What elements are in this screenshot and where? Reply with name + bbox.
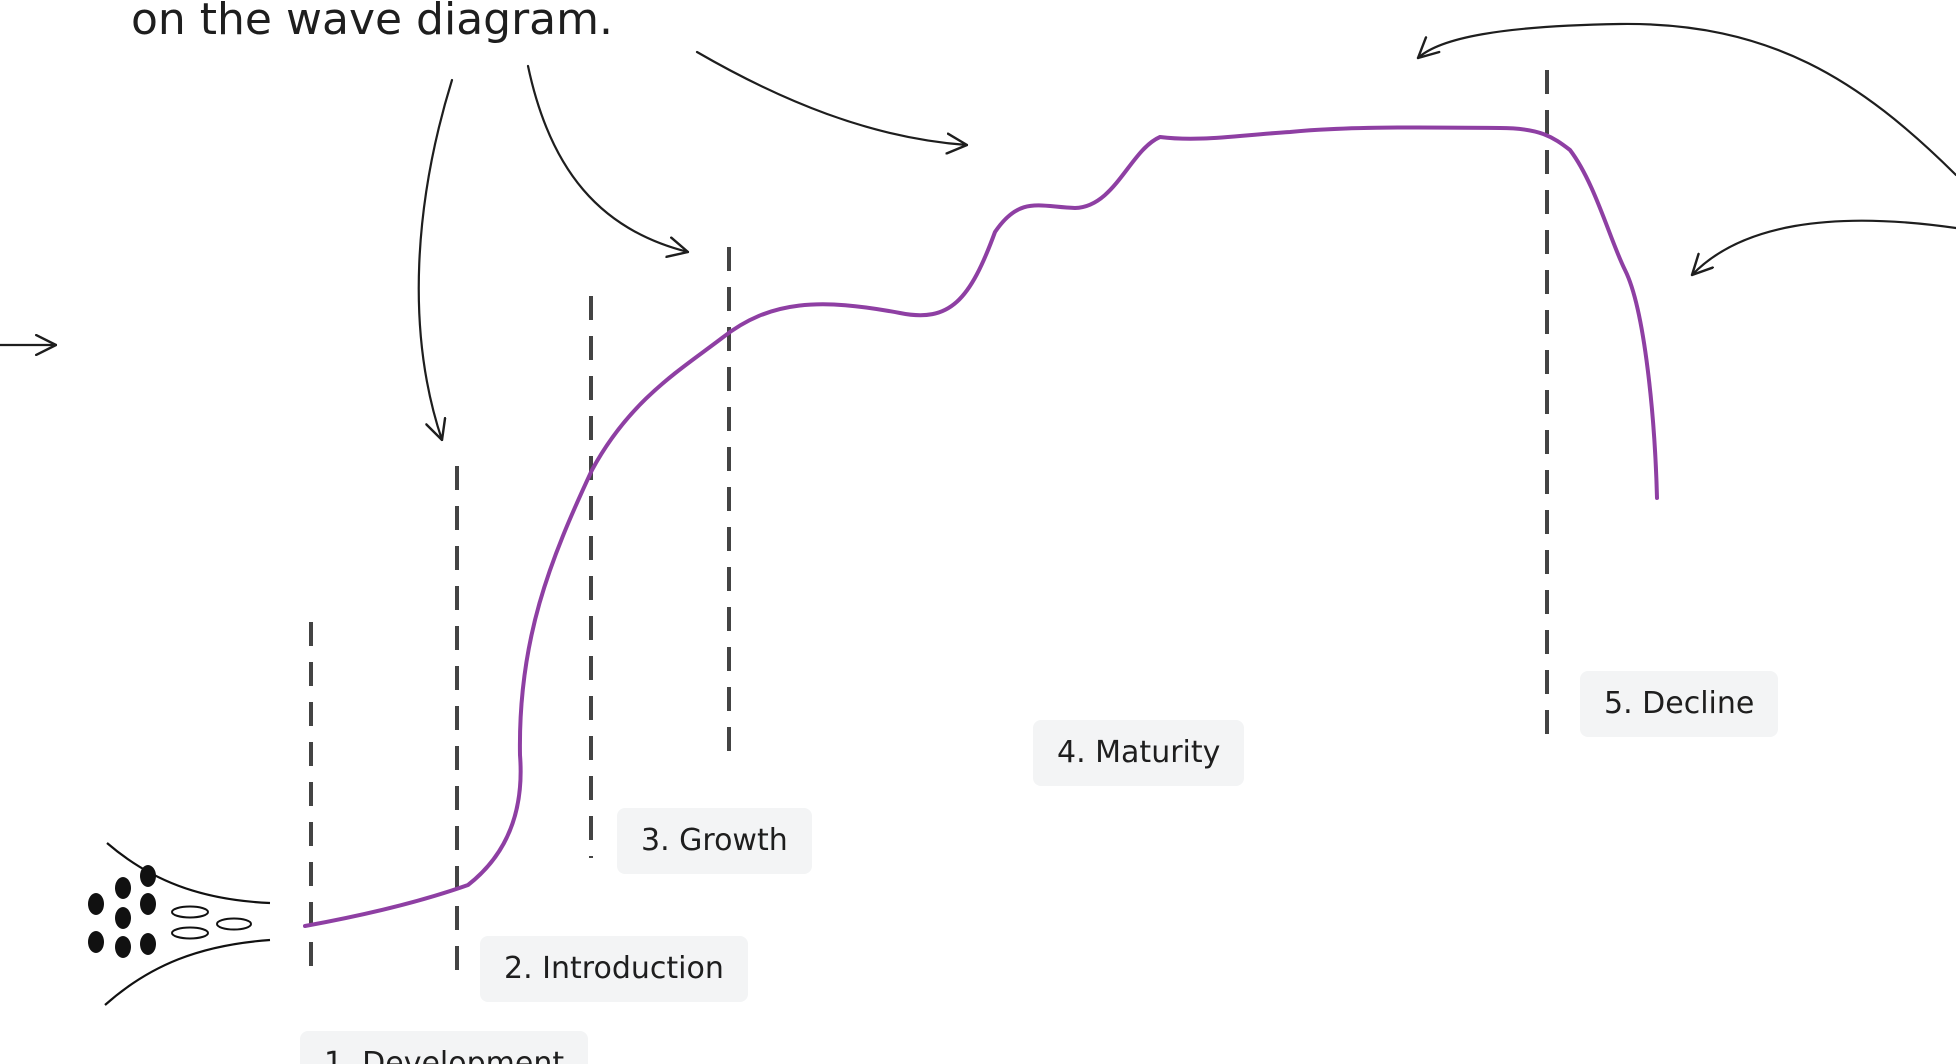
funnel-dots-icon (88, 842, 271, 1006)
stage-label-growth: 3. Growth (617, 808, 812, 874)
annotation-arrow-icon (1418, 22, 1956, 177)
lifecycle-wave-curve (303, 125, 1659, 928)
diagram-caption: on the wave diagram. (131, 0, 613, 45)
annotation-arrow-icon (1692, 219, 1956, 275)
stage-label-introduction: 2. Introduction (480, 936, 748, 1002)
annotation-arrow-icon (526, 64, 688, 252)
annotation-arrow-icon (417, 78, 454, 440)
stage-label-development: 1. Development (300, 1031, 589, 1064)
annotation-arrow-icon (695, 50, 967, 145)
stage-label-decline: 5. Decline (1580, 671, 1779, 737)
stage-label-maturity: 4. Maturity (1033, 720, 1245, 786)
